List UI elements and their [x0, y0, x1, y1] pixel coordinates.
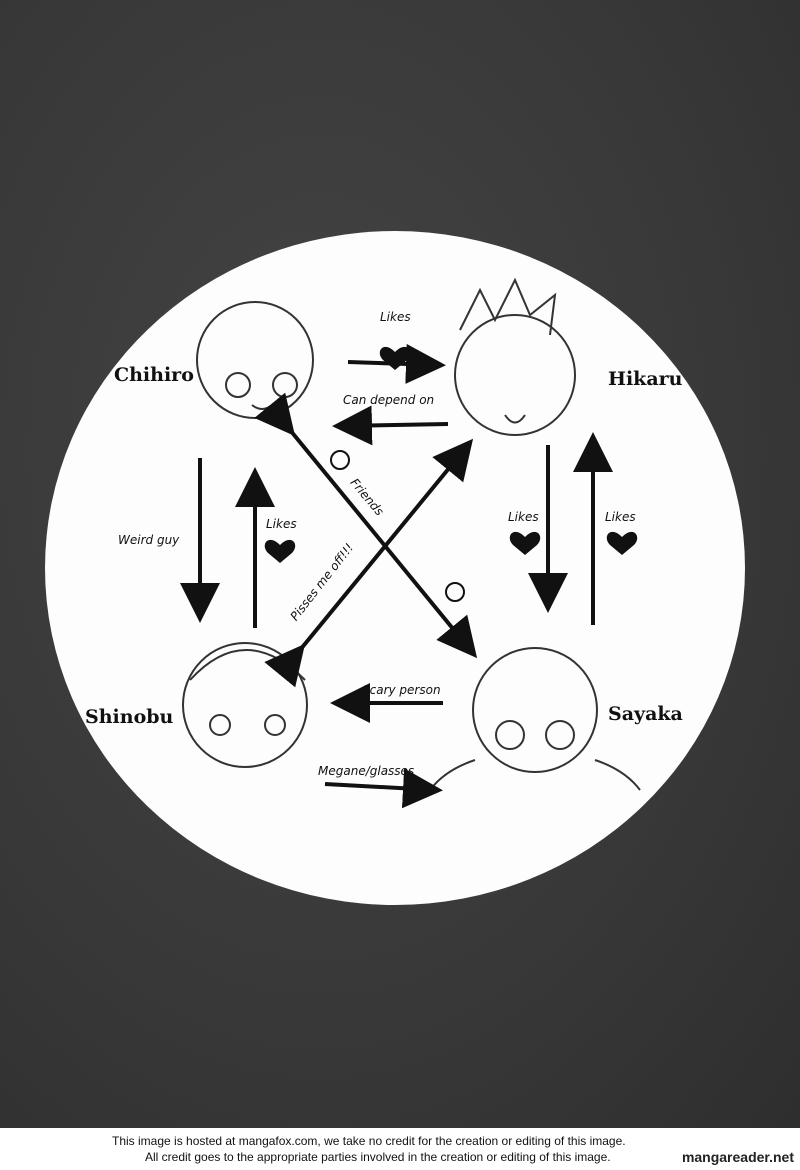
label-hikaru-chihiro: Can depend on	[343, 393, 435, 407]
arrow-hikaru-chihiro	[332, 405, 449, 446]
heart-icon	[379, 346, 411, 370]
white-circle	[45, 231, 745, 905]
relationship-diagram	[45, 231, 745, 905]
disclaimer-line-1: This image is hosted at mangafox.com, we…	[112, 1134, 626, 1148]
label-sayaka-shinobu: Scary person	[362, 683, 441, 697]
heart-icons	[264, 346, 638, 563]
name-sayaka: Sayaka	[608, 703, 683, 725]
label-shinobu-sayaka: Megane/glasses	[318, 764, 415, 778]
hikaru-face	[454, 277, 576, 436]
disclaimer-line-2: All credit goes to the appropriate parti…	[145, 1150, 611, 1164]
arrow-shinobu-hikaru	[264, 438, 474, 688]
heart-icon	[509, 531, 541, 555]
heart-icon	[264, 539, 296, 563]
label-chihiro-hikaru: Likes	[380, 310, 411, 324]
footer-disclaimer: This image is hosted at mangafox.com, we…	[0, 1128, 800, 1170]
flower-icon	[330, 450, 350, 470]
label-chihiro-shinobu: Weird guy	[118, 533, 180, 547]
label-shinobu-chihiro: Likes	[266, 517, 297, 531]
name-chihiro: Chihiro	[114, 364, 194, 386]
arrow-shinobu-sayaka	[324, 768, 443, 809]
flower-icon	[445, 582, 465, 602]
name-hikaru: Hikaru	[608, 368, 683, 390]
heart-icon	[606, 531, 638, 555]
brand-watermark[interactable]: mangareader.net	[681, 1149, 794, 1165]
label-sayaka-hikaru: Likes	[605, 510, 636, 524]
name-shinobu: Shinobu	[85, 706, 174, 728]
label-hikaru-sayaka: Likes	[508, 510, 539, 524]
